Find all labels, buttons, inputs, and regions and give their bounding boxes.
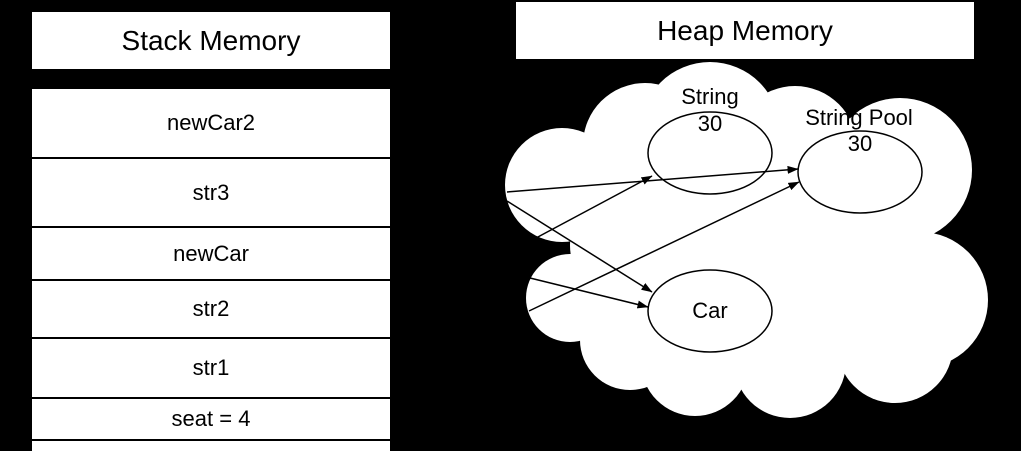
string-object-label: String bbox=[681, 84, 739, 109]
reference-arrows bbox=[506, 165, 800, 312]
car-object-label: Car bbox=[692, 298, 728, 323]
arrow-stack-ref-mid-to-string bbox=[535, 175, 653, 239]
arrow-stack-ref-lower-to-string-pool bbox=[528, 181, 800, 312]
stack-row-newCar2: newCar2 bbox=[32, 89, 390, 159]
stack-variable-label: str3 bbox=[192, 179, 230, 205]
stack-variable-label: newCar bbox=[173, 240, 249, 266]
stack-variable-label: newCar2 bbox=[166, 110, 256, 135]
stack-variable-label: str2 bbox=[192, 296, 230, 321]
stack-row-newCar: newCar bbox=[32, 228, 390, 281]
string-pool-value: 30 bbox=[847, 131, 873, 156]
arrow-stack-ref-lower-to-car bbox=[529, 277, 649, 309]
stack-variable-label: seat = 4 bbox=[171, 406, 251, 431]
stack-row-empty-clipped bbox=[32, 441, 390, 451]
string-pool-label: String Pool bbox=[805, 105, 913, 130]
stack-memory-title-text: Stack Memory bbox=[121, 24, 301, 56]
stack-row-str2: str2 bbox=[32, 281, 390, 339]
arrow-stack-ref-upper-to-string-pool bbox=[506, 165, 799, 193]
stack-row-str1: str1 bbox=[32, 339, 390, 399]
heap-cloud-shape bbox=[505, 62, 988, 418]
stack-row-seat: seat = 4 bbox=[32, 399, 390, 441]
car-object-ellipse bbox=[647, 269, 773, 353]
string-object-ellipse bbox=[647, 111, 773, 195]
stack-row-str3: str3 bbox=[32, 159, 390, 228]
stack-frame-table: newCar2 str3 newCar str2 str1 seat = 4 bbox=[32, 89, 390, 451]
stack-variable-label: str1 bbox=[192, 355, 230, 380]
stack-memory-title: Stack Memory bbox=[32, 12, 390, 69]
arrow-stack-ref-upper-to-car bbox=[506, 200, 653, 293]
string-object-value: 30 bbox=[697, 111, 723, 136]
heap-memory-title-text: Heap Memory bbox=[657, 14, 833, 46]
heap-memory-title: Heap Memory bbox=[516, 2, 974, 59]
